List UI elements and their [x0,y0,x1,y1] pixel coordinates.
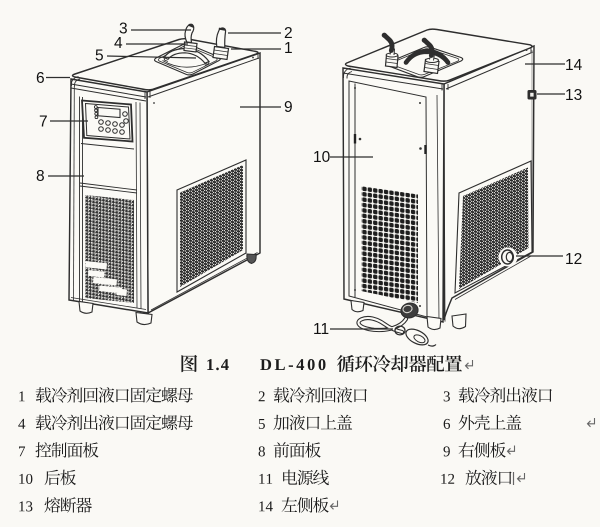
svg-text:1: 1 [284,40,293,57]
svg-text:12: 12 [565,251,582,268]
svg-text:4: 4 [114,35,123,52]
svg-text:5: 5 [95,48,104,65]
svg-text:6: 6 [36,70,45,87]
svg-text:11: 11 [313,321,329,338]
svg-text:9: 9 [284,99,293,116]
svg-text:10: 10 [313,149,331,166]
svg-text:7: 7 [39,114,48,131]
svg-text:3: 3 [119,21,128,38]
svg-text:8: 8 [36,168,45,185]
svg-text:14: 14 [565,57,583,74]
svg-text:2: 2 [284,25,293,42]
svg-text:13: 13 [565,87,582,104]
